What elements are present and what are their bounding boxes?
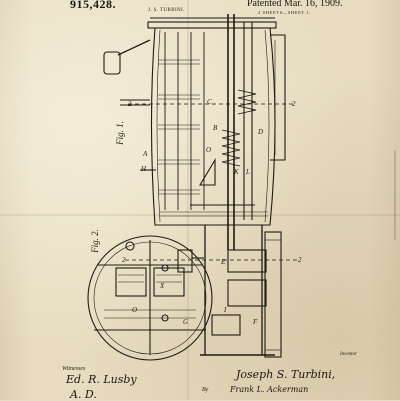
ref-l: L [246, 168, 250, 176]
sheet-note: 2 SHEETS—SHEET 1. [258, 10, 311, 15]
patent-date: Patented Mar. 16, 1909. [247, 0, 343, 9]
fold-crease-horizontal [0, 214, 400, 216]
brace [199, 158, 216, 186]
drum-body [150, 27, 276, 226]
spring-coil [221, 89, 257, 167]
patent-number: 915,428. [70, 0, 116, 11]
section-hatching [104, 274, 196, 319]
crank-handle [103, 51, 121, 75]
compartment-right [153, 267, 185, 297]
bolt-bottom [161, 314, 169, 322]
ref-i: I [224, 306, 227, 314]
base-post [264, 231, 282, 358]
right-bracket [270, 34, 286, 161]
ref-a: A [143, 150, 148, 158]
top-frame [147, 21, 277, 29]
ref-o: O [206, 146, 212, 154]
section-mark-left-top: 2 [128, 100, 132, 108]
pivot [125, 241, 135, 251]
ref-e: E [221, 258, 226, 266]
fig1-machine [103, 14, 286, 358]
inventor-label: Inventor [340, 352, 357, 357]
ref-c: C [207, 98, 212, 106]
ref-x-fig2: X [160, 282, 165, 290]
section-mark-right-bottom: 2 [298, 256, 302, 264]
drum-inner-wall-right [264, 29, 270, 223]
witness-signature-2: A. D. [70, 388, 97, 401]
ref-k: K [234, 168, 239, 176]
witness-signature-1: Ed. R. Lusby [66, 373, 137, 386]
inventor-heading: J. S. TURBINI. [148, 8, 185, 13]
ref-g-fig2: G [183, 318, 189, 326]
outer-ring [87, 235, 213, 361]
ref-b: B [213, 124, 218, 132]
section-lines [125, 103, 298, 261]
fig2-section [87, 235, 213, 361]
inventor-signature: Joseph S. Turbini, [236, 368, 336, 381]
bolt-top [161, 264, 169, 272]
by-label: By [202, 387, 209, 393]
witnesses-label: Witnesses [62, 366, 86, 372]
gear-box [227, 249, 267, 273]
figure-2-label: Fig. 2. [89, 229, 100, 253]
fold-crease-vertical [187, 0, 189, 400]
side-clamp [177, 249, 193, 273]
ref-o-fig2: O [132, 306, 138, 314]
foot-block [211, 314, 241, 336]
ref-h: H [141, 165, 147, 173]
screen-bars [164, 32, 205, 210]
crank-arm [117, 39, 151, 56]
figure-1-label: Fig. 1. [114, 121, 125, 145]
compartment-left [115, 267, 147, 297]
section-mark-left-bottom: 2 [122, 256, 126, 264]
ref-f: F [253, 318, 258, 326]
section-mark-right-top: 2 [292, 100, 296, 108]
ref-d: D [258, 128, 264, 136]
drum-inner-wall [156, 29, 161, 223]
attorney-signature: Frank L. Ackerman [230, 385, 309, 394]
lower-box [227, 279, 267, 307]
